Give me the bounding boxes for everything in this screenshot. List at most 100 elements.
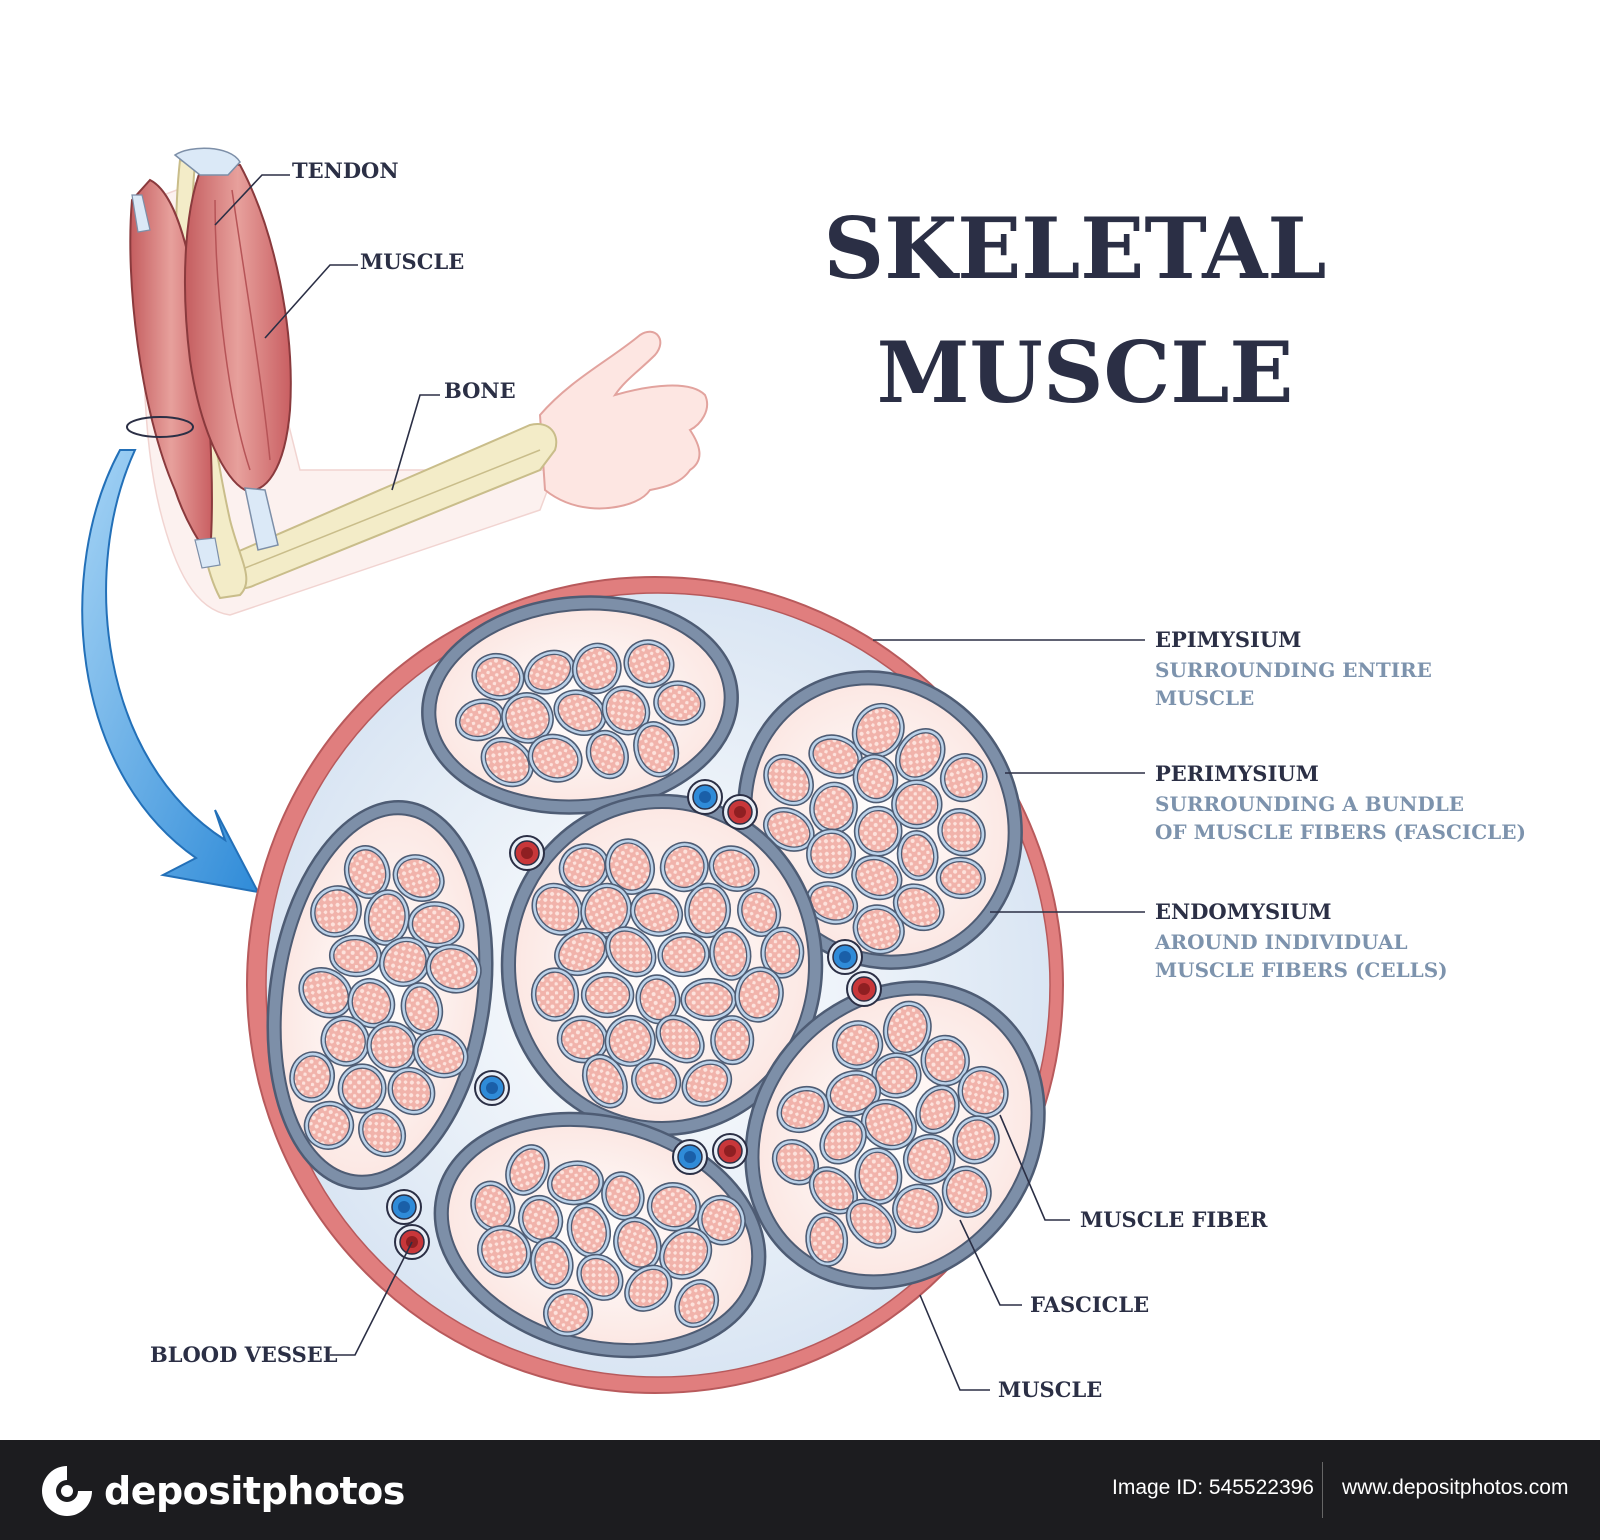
vein bbox=[672, 1139, 708, 1175]
muscle-fiber bbox=[517, 1194, 564, 1245]
epimysium-name: EPIMYSIUM bbox=[1155, 627, 1301, 652]
muscle-fiber bbox=[852, 753, 899, 804]
epimysium-desc-2: MUSCLE bbox=[1155, 686, 1254, 710]
muscle-fiber bbox=[455, 698, 506, 742]
footer-divider bbox=[1322, 1462, 1323, 1518]
muscle-fiber bbox=[320, 1015, 371, 1067]
muscle-fiber bbox=[400, 982, 444, 1036]
section-ring bbox=[126, 416, 194, 438]
muscle-fiber bbox=[347, 977, 396, 1029]
muscle-fiber bbox=[571, 642, 622, 695]
muscle-fiber bbox=[343, 845, 391, 899]
muscle-fiber bbox=[892, 1183, 944, 1234]
label-muscle-fiber: MUSCLE FIBER bbox=[1080, 1207, 1268, 1232]
muscle-fiber bbox=[556, 1015, 609, 1064]
title-line-1: SKELETAL bbox=[824, 199, 1327, 298]
muscle-fiber bbox=[501, 692, 554, 744]
artery bbox=[722, 794, 758, 830]
muscle-fiber bbox=[585, 729, 629, 780]
muscle-fiber bbox=[554, 927, 610, 977]
vein bbox=[386, 1189, 422, 1225]
muscle-fiber bbox=[819, 1116, 867, 1165]
muscle-fiber bbox=[366, 1021, 418, 1073]
artery bbox=[509, 835, 545, 871]
muscle-fiber bbox=[553, 689, 607, 736]
label-blood-vessel: BLOOD VESSEL bbox=[150, 1342, 338, 1367]
muscle-fiber bbox=[407, 901, 465, 949]
muscle-fiber bbox=[613, 1216, 662, 1272]
muscle-fiber bbox=[527, 733, 583, 783]
muscle-fiber bbox=[939, 753, 988, 803]
muscle-fiber bbox=[392, 854, 445, 902]
muscle-fiber bbox=[709, 927, 752, 981]
layer-endomysium: ENDOMYSIUM AROUND INDIVIDUAL MUSCLE FIBE… bbox=[1154, 899, 1448, 982]
muscle-fiber bbox=[631, 1058, 682, 1104]
muscle-fiber bbox=[805, 1212, 849, 1267]
muscle-fiber bbox=[655, 1014, 705, 1064]
muscle-fiber bbox=[697, 1194, 746, 1246]
muscle-fiber bbox=[935, 856, 986, 900]
muscle-fiber bbox=[851, 854, 903, 901]
vein bbox=[687, 779, 723, 815]
label-section-muscle: MUSCLE bbox=[998, 1377, 1102, 1402]
muscle-fiber bbox=[530, 967, 580, 1022]
muscle-fiber bbox=[523, 649, 576, 695]
endomysium-desc-1: AROUND INDIVIDUAL bbox=[1154, 930, 1408, 954]
muscle-fiber bbox=[337, 1063, 387, 1114]
muscle-fiber bbox=[477, 1224, 532, 1278]
endomysium-name: ENDOMYSIUM bbox=[1155, 899, 1332, 924]
muscle-fiber bbox=[289, 1051, 336, 1103]
muscle-fiber bbox=[806, 828, 857, 879]
muscle-fiber bbox=[680, 977, 737, 1022]
muscle-fiber bbox=[860, 1098, 917, 1151]
fascicle bbox=[500, 793, 824, 1137]
muscle-fiber bbox=[941, 1165, 992, 1218]
perimysium-desc-2: OF MUSCLE FIBERS (FASCICLE) bbox=[1155, 820, 1526, 844]
muscle-fiber bbox=[657, 932, 710, 978]
muscle-fiber bbox=[851, 702, 905, 759]
muscle-fiber bbox=[604, 926, 657, 978]
muscle-fiber bbox=[674, 1279, 720, 1328]
muscle-fiber bbox=[896, 830, 939, 881]
muscle-fiber bbox=[303, 1100, 355, 1150]
lower-tendon bbox=[244, 487, 279, 551]
muscle-fiber bbox=[604, 1014, 656, 1067]
muscle-fiber bbox=[471, 652, 525, 701]
vein bbox=[474, 1070, 510, 1106]
muscle-fiber bbox=[530, 1237, 574, 1290]
muscle-fiber bbox=[659, 1227, 713, 1280]
label-bone: BONE bbox=[444, 378, 516, 403]
site-url-link[interactable]: www.depositphotos.com bbox=[1342, 1476, 1569, 1499]
muscle-fiber bbox=[957, 1065, 1009, 1119]
fascicle bbox=[433, 1111, 767, 1359]
muscle-fiber bbox=[659, 841, 709, 893]
fascicle bbox=[744, 980, 1046, 1290]
muscle-fiber bbox=[808, 734, 863, 779]
muscle-fiber bbox=[809, 781, 858, 835]
zoom-arrow bbox=[81, 449, 260, 894]
fascicle bbox=[266, 800, 494, 1190]
muscle-fiber bbox=[808, 1166, 858, 1215]
muscle-fiber bbox=[684, 882, 732, 939]
muscle-fiber bbox=[845, 1198, 897, 1249]
muscle-fiber bbox=[624, 1264, 673, 1312]
vein bbox=[827, 939, 863, 975]
brand-logo[interactable]: depositphotos bbox=[40, 1464, 405, 1518]
depositphotos-logo-icon bbox=[42, 1466, 92, 1516]
muscle-fiber bbox=[902, 1133, 956, 1185]
perimysium-desc-1: SURROUNDING A BUNDLE bbox=[1155, 792, 1464, 816]
muscle-fiber bbox=[601, 1171, 645, 1221]
muscle-fiber bbox=[952, 1115, 1000, 1165]
muscle-fiber bbox=[763, 807, 815, 852]
muscle-fiber bbox=[760, 926, 805, 979]
muscle-fiber bbox=[425, 944, 482, 994]
hand bbox=[538, 330, 709, 510]
muscle-fiber bbox=[853, 805, 903, 857]
muscle-fiber bbox=[543, 1288, 594, 1337]
arm-illustration bbox=[126, 147, 709, 616]
brand-name: depositphotos bbox=[104, 1469, 405, 1513]
muscle-fiber bbox=[580, 971, 635, 1019]
muscle-fiber bbox=[328, 934, 383, 978]
muscle-fiber bbox=[894, 728, 946, 782]
